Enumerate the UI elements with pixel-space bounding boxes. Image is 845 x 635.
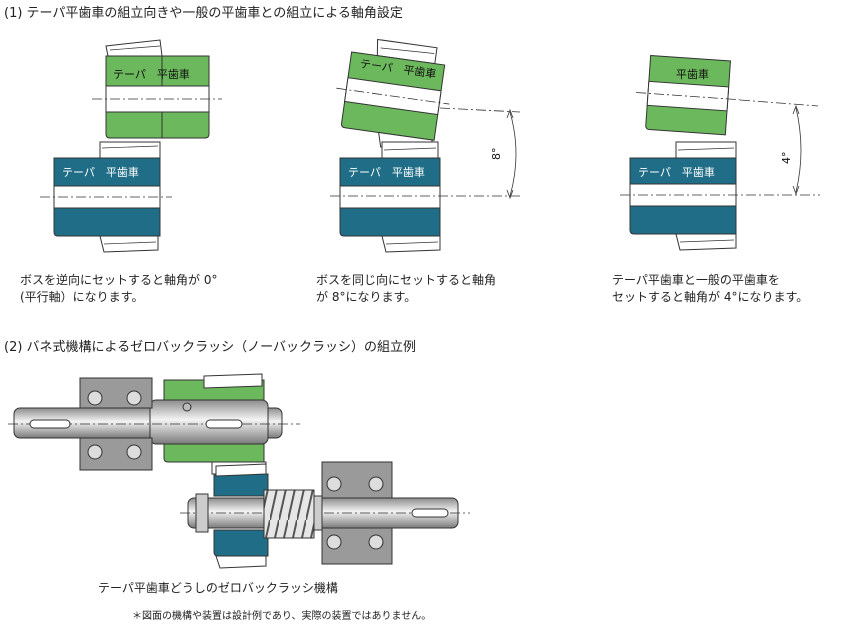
spring xyxy=(263,489,315,539)
fig1-top-gear-label: テーパ 平歯車 xyxy=(113,67,190,81)
zero-backlash-assembly xyxy=(8,373,470,569)
fig2-caption-line1: ボスを同じ向にセットすると軸角 xyxy=(316,273,497,287)
section1-heading: (1) テーパ平歯車の組立向きや一般の平歯車との組立による軸角設定 xyxy=(4,6,403,21)
fig3-caption-line2: セットすると軸角が 4°になります。 xyxy=(612,290,809,304)
section2-note: ＊図面の機構や装置は設計例であり、実際の装置ではありません。 xyxy=(132,611,432,622)
bottom-gear-bore xyxy=(339,185,441,209)
angle-arc xyxy=(795,107,802,193)
fig1-bottom-gear-label: テーパ 平歯車 xyxy=(62,165,139,179)
fig3-angle-label: 4° xyxy=(780,152,793,165)
fig2-angle-label: 8° xyxy=(490,148,503,161)
figure-1-parallel xyxy=(40,39,222,253)
fig1-caption-line1: ボスを逆向にセットすると軸角が 0° xyxy=(20,273,218,287)
top-gear-bore xyxy=(646,80,730,112)
angle-arc xyxy=(509,111,517,197)
top-gear-bore xyxy=(105,85,210,113)
section2-heading: (2) バネ式機構によるゼロバックラッシ（ノーバックラッシ）の組立例 xyxy=(4,340,417,355)
upper-green-gear-bottom xyxy=(163,443,265,463)
figure-2-same-direction xyxy=(330,38,522,253)
fig2-caption-line2: が 8°になります。 xyxy=(316,290,417,304)
fig1-caption-line2: (平行軸）になります。 xyxy=(20,290,144,304)
fig3-caption-line1: テーパ平歯車と一般の平歯車を xyxy=(612,273,780,287)
fig3-top-gear-label: 平歯車 xyxy=(676,67,709,81)
figure-3-mixed xyxy=(620,54,820,251)
fig3-bottom-gear-label: テーパ 平歯車 xyxy=(638,165,715,179)
section2-caption: テーパ平歯車どうしのゼロバックラッシ機構 xyxy=(98,581,338,595)
lower-teal-gear-top xyxy=(213,473,269,497)
lower-teal-gear-bottom xyxy=(213,529,269,557)
fig2-bottom-gear-label: テーパ 平歯車 xyxy=(348,165,425,179)
